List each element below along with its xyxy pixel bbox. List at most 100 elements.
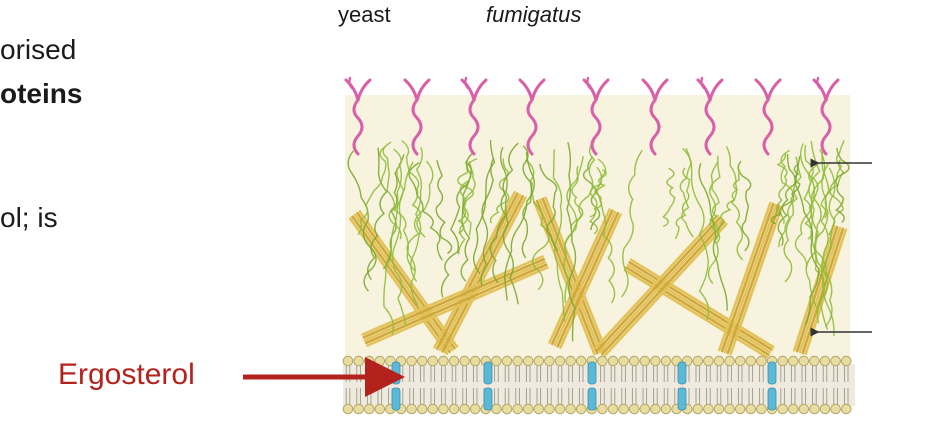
mannoprotein-strand-icon [812, 76, 840, 156]
lipid-bilayer-icon [565, 355, 576, 415]
lipid-bilayer-icon [554, 355, 566, 415]
lipid-bilayer-icon [650, 355, 661, 415]
lipid-bilayer-icon [522, 355, 534, 415]
glucan-fiber-icon [737, 160, 752, 252]
glucan-fiber-icon [480, 158, 495, 286]
glucan-fiber-icon [783, 156, 802, 283]
lipid-bilayer-icon [618, 355, 629, 415]
ergosterol-molecule-icon [677, 361, 687, 411]
glucan-fiber-icon [521, 145, 533, 259]
glucan-fiber-icon [770, 163, 801, 225]
glucan-fiber-icon [825, 167, 836, 328]
glucan-fiber-icon [835, 147, 850, 224]
lipid-bilayer-icon [745, 355, 757, 415]
mannoprotein-strand-icon [460, 76, 488, 156]
glucan-fiber-icon [820, 163, 835, 337]
mannoprotein-strand-icon [582, 76, 610, 156]
mannoprotein-strand-icon [403, 78, 431, 156]
glucan-fiber-icon [662, 167, 676, 228]
glucan-fiber-icon [472, 139, 496, 275]
lipid-bilayer-icon [406, 355, 417, 415]
text-fragment-1: orised [0, 34, 77, 65]
lipid-bilayer-icon [512, 355, 523, 415]
lipid-bilayer-icon [544, 355, 555, 415]
glucan-fiber-icon [406, 160, 434, 307]
glucan-fiber-icon [814, 149, 830, 273]
lipid-bilayer-icon [819, 355, 831, 415]
lipid-bilayer-icon [607, 355, 619, 415]
lipid-bilayer-icon [628, 355, 640, 415]
ergosterol-molecule-icon [483, 361, 493, 411]
mannoprotein-strand-icon [754, 78, 782, 156]
glucan-fiber-icon [810, 148, 829, 331]
glucan-fiber-icon [718, 169, 741, 230]
glucan-fiber-icon [502, 142, 519, 305]
mannoprotein-strand-icon [344, 76, 372, 156]
glucan-fiber-icon [347, 150, 377, 292]
lipid-bilayer-icon [703, 355, 714, 415]
ergosterol-molecule-icon [587, 361, 597, 411]
glucan-fiber-icon [589, 168, 607, 218]
mannoprotein-strand-icon [696, 76, 724, 156]
label-fumigatus: fumigatus [486, 2, 582, 27]
glucan-fiber-icon [457, 157, 478, 235]
glucan-fiber-icon [383, 163, 402, 336]
glucan-fiber-icon [777, 154, 796, 246]
glucan-fiber-icon [539, 163, 559, 251]
lipid-bilayer-icon [491, 355, 502, 415]
mannoprotein-strand-icon [641, 78, 669, 156]
glucan-fiber-icon [685, 147, 710, 320]
glucan-fiber-icon [709, 161, 721, 244]
glucan-fiber-icon [457, 160, 474, 236]
glucan-fiber-icon [408, 161, 443, 261]
lipid-bilayer-icon [734, 355, 746, 415]
glucan-fiber-icon [563, 155, 584, 304]
lipid-bilayer-icon [777, 355, 788, 415]
lipid-bilayer-icon [809, 355, 820, 415]
lipid-bilayer-icon [830, 355, 841, 415]
glucan-fiber-icon [775, 152, 788, 224]
mannoprotein-strand-icon [518, 78, 546, 156]
glucan-fiber-icon [457, 161, 476, 255]
glucan-fiber-icon [367, 147, 388, 281]
lipid-bilayer-icon [597, 355, 608, 415]
lipid-bilayer-icon [469, 355, 481, 415]
mannoprotein-layer [344, 76, 840, 156]
lipid-bilayer-icon [660, 355, 672, 415]
glucan-fiber-icon [566, 142, 577, 342]
lipid-bilayer-icon [427, 355, 439, 415]
glucan-fiber-icon [621, 149, 643, 298]
lipid-bilayer-icon [501, 355, 513, 415]
glucan-fiber-icon [725, 145, 744, 261]
glucan-fiber-icon [393, 148, 416, 272]
lipid-bilayer-icon [692, 355, 704, 415]
glucan-fiber-icon [808, 140, 829, 324]
lipid-bilayer-icon [533, 355, 545, 415]
lipid-bilayer-icon [353, 355, 364, 415]
lipid-bilayer-icon [459, 355, 470, 415]
lipid-bilayer-icon [639, 355, 651, 415]
plasma-membrane [342, 355, 855, 415]
lipid-bilayer-icon [787, 355, 799, 415]
glucan-fiber-icon [401, 139, 426, 238]
glucan-fiber-icon [595, 166, 616, 304]
lipid-bilayer-icon [713, 355, 725, 415]
glucan-fiber-icon [828, 159, 845, 236]
lipid-bilayer-icon [756, 355, 767, 415]
lipid-bilayer-icon [448, 355, 460, 415]
chitin-bundle-icon [623, 258, 775, 359]
glucan-fiber-icon [410, 147, 423, 283]
glucan-fiber-icon [435, 160, 453, 255]
ergosterol-molecule-icon [767, 361, 777, 411]
lipid-bilayer-icon [724, 355, 735, 415]
lipid-bilayer-icon [342, 355, 354, 415]
glucan-fiber-icon [794, 155, 820, 325]
lipid-bilayer-icon [416, 355, 428, 415]
lipid-bilayer-icon [798, 355, 810, 415]
text-fragment-2: oteins [0, 78, 83, 109]
text-fragment-3: ol; is [0, 202, 58, 233]
glucan-fiber-icon [552, 149, 566, 322]
lipid-tails-region [343, 364, 855, 406]
glucan-fiber-icon [778, 149, 795, 248]
